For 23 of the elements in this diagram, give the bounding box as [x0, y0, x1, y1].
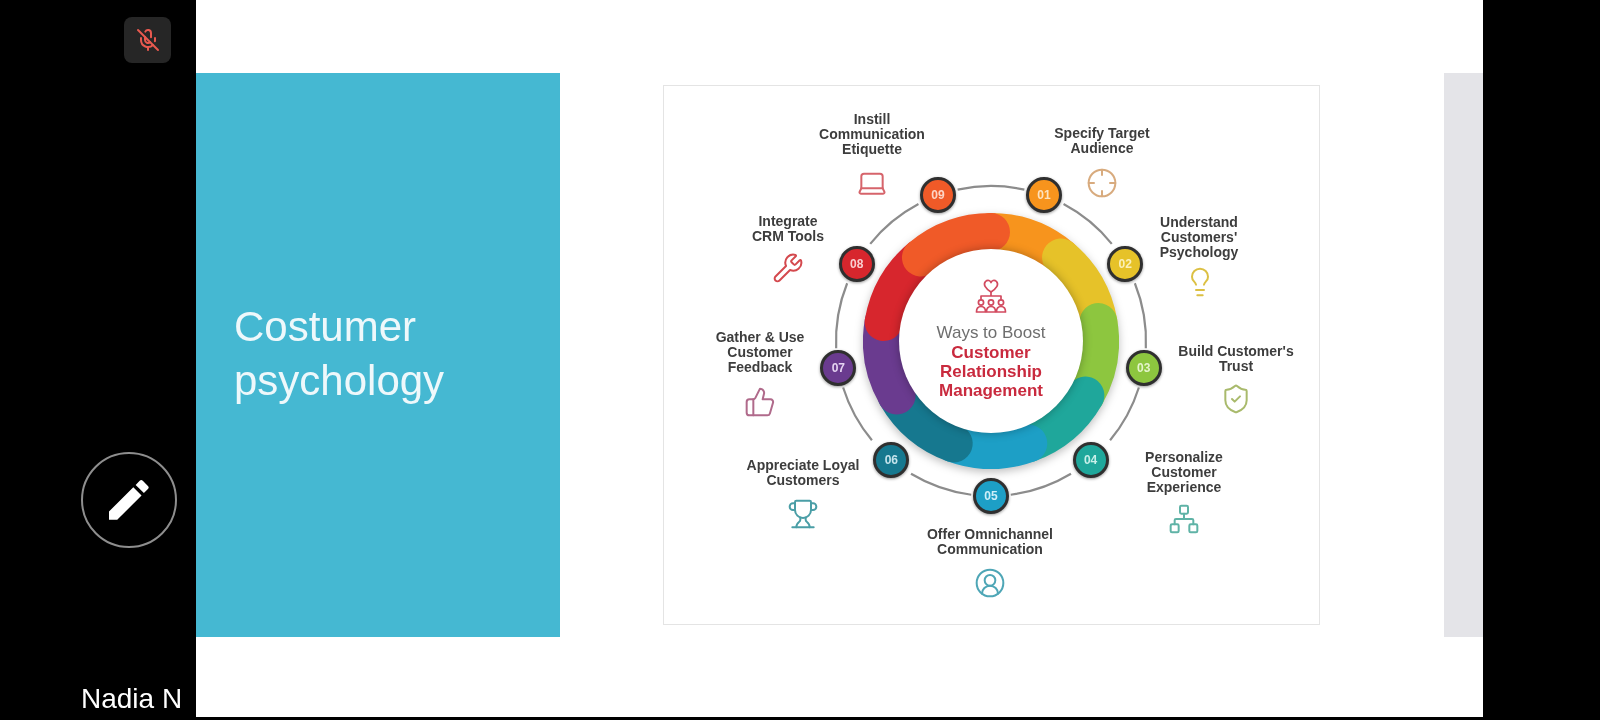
step-label: Offer Omnichannel Communication: [926, 527, 1054, 557]
step-label: Appreciate Loyal Customers: [745, 458, 861, 488]
connector-arc: [1109, 387, 1140, 441]
connector-arc: [1133, 282, 1147, 349]
connector-arc: [835, 282, 849, 349]
step-label: Specify Target Audience: [1053, 126, 1151, 156]
title-panel: [196, 73, 560, 637]
connector-arc: [957, 185, 1025, 191]
connector-arc: [869, 203, 919, 245]
slide-title: Costumer psychology: [234, 302, 446, 406]
step-label: Understand Customers' Psychology: [1158, 214, 1240, 260]
step-label: Personalize Customer Experience: [1144, 449, 1224, 495]
step-label: Instill Communication Etiquette: [818, 111, 926, 157]
participant-name: Nadia N: [81, 683, 183, 715]
step-label: Integrate CRM Tools: [750, 214, 826, 244]
step-label: Gather & Use Customer Feedback: [714, 329, 806, 375]
hub-title: Customer Relationship Management: [938, 343, 1044, 400]
step-label: Build Customer's Trust: [1177, 344, 1295, 374]
connector-arc: [910, 472, 972, 496]
hub-subtitle: Ways to Boost: [936, 323, 1046, 343]
connector-arc: [842, 387, 873, 441]
connector-arc: [1010, 472, 1072, 496]
connector-arc: [1063, 203, 1113, 245]
